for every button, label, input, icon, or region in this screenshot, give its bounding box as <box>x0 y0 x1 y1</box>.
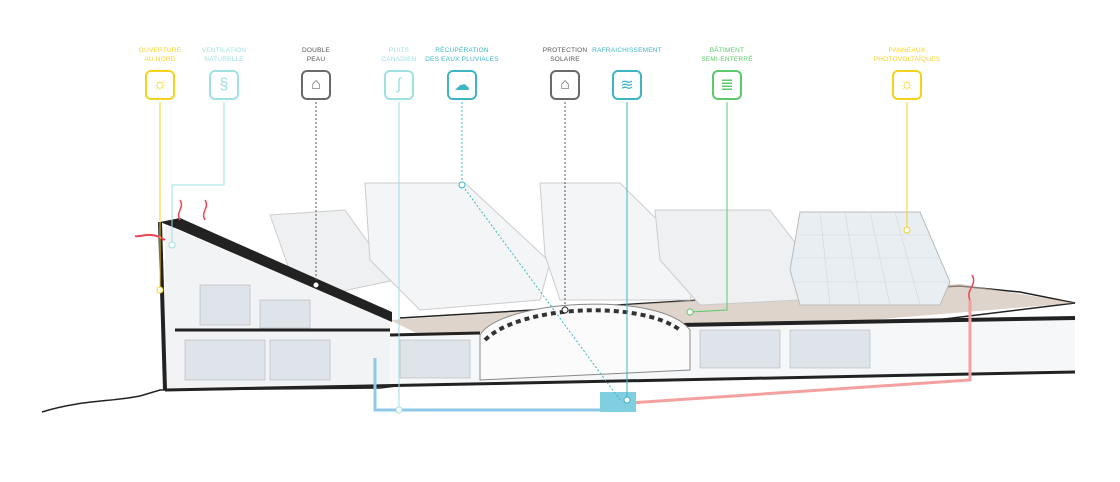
ventilation-icon: § <box>209 70 239 100</box>
sloped-roof <box>160 218 392 322</box>
air-pipe-cold <box>373 358 600 412</box>
label-line: solaire <box>550 56 580 63</box>
label-line: Protection <box>542 47 588 54</box>
label-recuperation-eaux-pluviales: Récupération des eaux pluviales <box>407 46 517 64</box>
green-roof-icon: ≣ <box>712 70 742 100</box>
pipe-icon: ∫ <box>384 70 414 100</box>
label-protection-solaire: Protection solaire <box>510 46 620 64</box>
house-icon: ⌂ <box>550 70 580 100</box>
photovoltaic-volume <box>789 211 951 306</box>
label-line: au nord <box>144 56 176 63</box>
label-line: Ouverture <box>138 47 182 54</box>
label-puits-canadien: Puits canadien <box>344 46 454 64</box>
label-batiment-semi-enterre: Bâtiment semi-enterré <box>672 46 782 64</box>
label-line: Double <box>302 47 330 54</box>
rain-cloud-icon: ☁ <box>447 70 477 100</box>
air-pipe-warm <box>599 300 972 407</box>
roof-volume-2 <box>364 182 551 311</box>
label-rafraichissement: Rafraichissement <box>572 46 682 55</box>
sun-icon: ☼ <box>892 70 922 100</box>
label-line: photovoltaïques <box>873 56 941 63</box>
label-line: canadien <box>381 56 417 63</box>
label-line: Rafraichissement <box>592 47 662 54</box>
label-line: des eaux pluviales <box>425 56 499 63</box>
label-line: semi-enterré <box>701 56 753 63</box>
heat-exchanger <box>600 392 636 412</box>
label-line: Panneaux <box>888 47 926 54</box>
sun-icon: ☼ <box>145 70 175 100</box>
label-double-peau: Double peau <box>261 46 371 64</box>
label-ventilation-naturelle: Ventilation naturelle <box>169 46 279 64</box>
label-panneaux-photovoltaiques: Panneaux photovoltaïques <box>852 46 962 64</box>
waves-icon: ≋ <box>612 70 642 100</box>
roof-volume-3 <box>539 182 701 301</box>
ground-line <box>41 285 1076 413</box>
label-line: Puits <box>388 47 410 54</box>
circular-courtyard <box>479 303 691 381</box>
label-line: Bâtiment <box>709 47 745 54</box>
label-line: naturelle <box>204 56 244 63</box>
label-line: peau <box>306 56 326 63</box>
label-line: Ventilation <box>201 47 247 54</box>
house-icon: ⌂ <box>301 70 331 100</box>
label-line: Récupération <box>435 47 489 54</box>
label-ouverture-au-nord: Ouverture au nord <box>105 46 215 64</box>
